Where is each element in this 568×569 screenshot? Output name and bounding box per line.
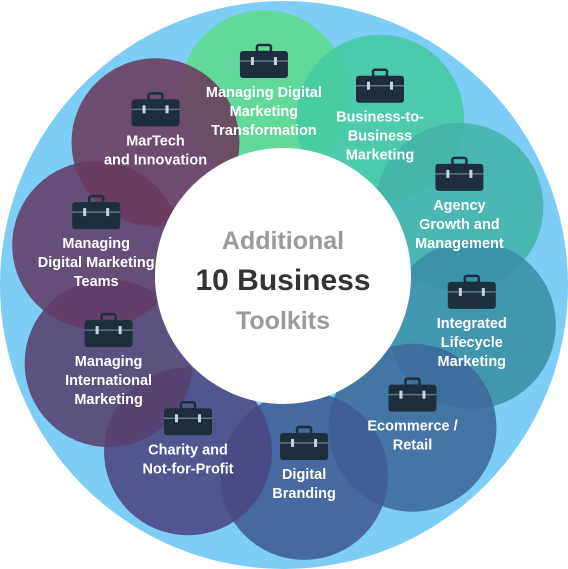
label-digital-transformation-line2: Marketing — [230, 104, 299, 120]
label-b2b-marketing-line3: Marketing — [346, 148, 415, 164]
label-charity-nonprofit-line2: Not-for-Profit — [142, 461, 233, 477]
briefcase-icon — [72, 194, 121, 230]
label-martech-innovation-line2: and Innovation — [104, 152, 207, 168]
label-integrated-lifecycle-line3: Marketing — [438, 354, 507, 370]
label-ecommerce-retail-line1: Ecommerce / — [367, 419, 457, 435]
briefcase-icon — [131, 92, 180, 127]
label-ecommerce-retail-line2: Retail — [393, 438, 433, 454]
label-integrated-lifecycle-line1: Integrated — [437, 316, 507, 332]
label-agency-growth-line1: Agency — [433, 198, 485, 214]
label-digital-transformation-line3: Transformation — [211, 123, 317, 139]
label-digital-branding-line1: Digital — [282, 467, 326, 483]
briefcase-icon — [388, 377, 437, 412]
label-digital-transformation-line1: Managing Digital — [206, 85, 322, 101]
label-agency-growth-line3: Management — [415, 236, 504, 252]
label-b2b-marketing-line1: Business-to- — [336, 110, 424, 126]
briefcase-icon — [164, 401, 212, 436]
label-international-marketing-line2: International — [65, 373, 152, 389]
label-digital-marketing-teams-line2: Digital Marketing — [38, 255, 155, 271]
label-agency-growth-line2: Growth and — [419, 217, 500, 233]
label-international-marketing-line1: Managing — [75, 354, 143, 370]
briefcase-icon — [239, 43, 288, 79]
label-b2b-marketing-line2: Business — [348, 129, 412, 145]
label-charity-nonprofit-line1: Charity and — [148, 442, 228, 458]
label-international-marketing-line3: Marketing — [74, 392, 143, 408]
label-digital-marketing-teams-line1: Managing — [62, 236, 130, 252]
label-digital-branding-line2: Branding — [272, 486, 336, 502]
center-title-line2: 10 Business — [195, 264, 370, 297]
briefcase-icon — [84, 312, 133, 348]
center-title-line1: Additional — [222, 227, 344, 255]
briefcase-icon — [280, 425, 329, 460]
petal-group — [12, 10, 556, 560]
label-martech-innovation-line1: MarTech — [126, 133, 185, 149]
center-title-line3: Toolkits — [236, 307, 330, 335]
briefcase-icon — [447, 274, 496, 309]
label-digital-marketing-teams-line3: Teams — [74, 274, 119, 290]
label-group: Managing DigitalMarketingTransformationB… — [38, 43, 507, 502]
briefcase-icon — [435, 156, 484, 191]
center-circle — [155, 148, 411, 404]
briefcase-icon — [356, 68, 404, 103]
label-integrated-lifecycle-line2: Lifecycle — [441, 335, 503, 351]
